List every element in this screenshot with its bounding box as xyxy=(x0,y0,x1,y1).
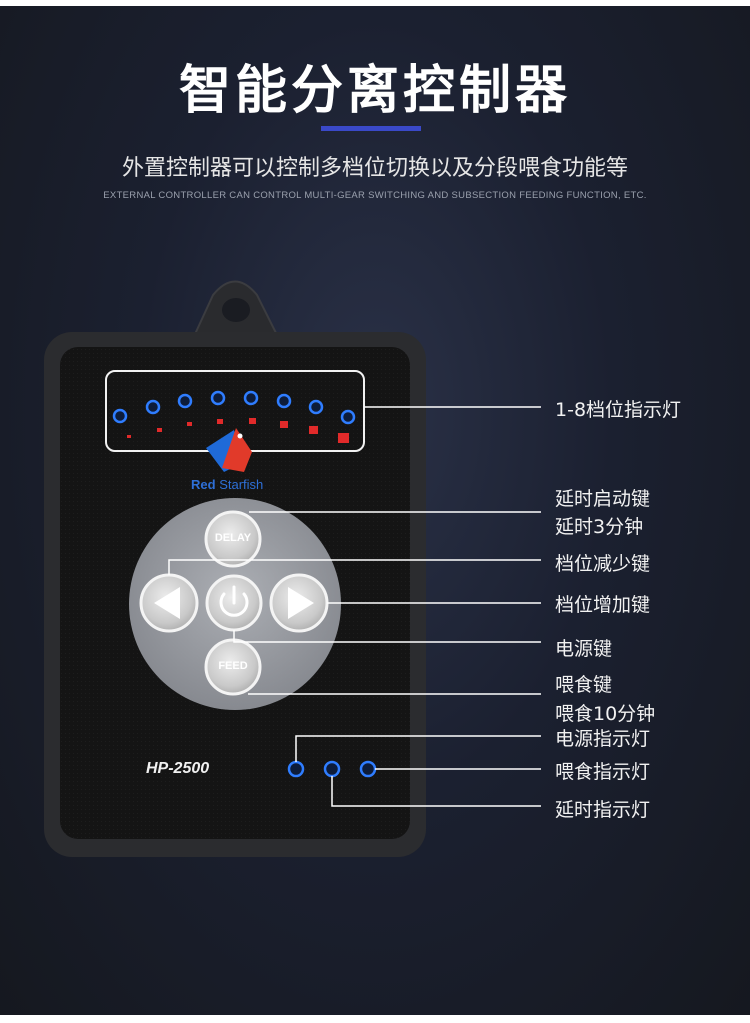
power-led-label: 电源指示灯 xyxy=(555,728,651,750)
feed-indicator-led xyxy=(323,760,341,778)
gear-led-row xyxy=(112,390,356,425)
delay-led-callout-line xyxy=(331,776,541,807)
right-arrow-icon xyxy=(288,587,314,619)
brand-red: Red xyxy=(191,477,216,492)
model-label: HP-2500 xyxy=(146,760,210,777)
gear-led-2 xyxy=(145,399,161,415)
gear-led-6 xyxy=(276,393,292,409)
delay-led-label: 延时指示灯 xyxy=(555,799,651,821)
feed-button[interactable]: FEED xyxy=(218,660,248,672)
feed-duration-label: 喂食10分钟 xyxy=(555,703,656,725)
gear-leds-label: 1-8档位指示灯 xyxy=(555,399,682,421)
level-bar-5 xyxy=(249,418,256,424)
left-arrow-icon xyxy=(154,587,180,619)
power-callout-line xyxy=(233,630,541,643)
power-indicator-led xyxy=(287,760,305,778)
gear-level-bars xyxy=(127,418,349,443)
gear-up-label: 档位增加键 xyxy=(555,594,651,616)
feed-key-label: 喂食键 xyxy=(555,674,613,696)
level-bar-4 xyxy=(217,419,223,424)
gear-down-callout-line xyxy=(168,559,541,575)
level-bar-2 xyxy=(157,428,162,432)
level-bar-3 xyxy=(187,422,192,426)
page-subtitle: 外置控制器可以控制多档位切换以及分段喂食功能等 xyxy=(121,156,628,181)
feed-button-shape xyxy=(204,638,262,696)
gear-led-8 xyxy=(340,409,356,425)
gear-down-label: 档位减少键 xyxy=(555,553,651,575)
gear-led-5 xyxy=(243,390,259,406)
top-border xyxy=(0,0,750,6)
starfish-logo-icon xyxy=(206,428,252,472)
brand-starfish: Starfish xyxy=(219,477,264,492)
brand-logo-text: Red Starfish xyxy=(191,477,263,492)
gear-led-7 xyxy=(308,399,324,415)
power-key-label: 电源键 xyxy=(555,638,613,660)
delay-button[interactable]: DELAY xyxy=(214,532,252,544)
delay-indicator-led xyxy=(359,760,377,778)
delay-button-shape xyxy=(204,510,262,568)
level-bar-8 xyxy=(338,433,349,443)
title-underline xyxy=(321,126,421,131)
page-subtitle-english: EXTERNAL CONTROLLER CAN CONTROL MULTI-GE… xyxy=(103,190,647,201)
delay-duration-label: 延时3分钟 xyxy=(555,516,644,538)
gear-led-1 xyxy=(112,408,128,424)
callout-lines xyxy=(168,406,541,807)
hanging-tab xyxy=(188,280,284,346)
level-bar-1 xyxy=(127,435,131,438)
page-title: 智能分离控制器 xyxy=(178,61,571,121)
bottom-border xyxy=(0,1015,750,1023)
level-bar-7 xyxy=(309,426,318,434)
gear-led-3 xyxy=(177,393,193,409)
feed-led-label: 喂食指示灯 xyxy=(555,761,651,783)
power-led-callout-line xyxy=(295,735,541,762)
delay-start-label: 延时启动键 xyxy=(555,488,651,510)
gear-led-4 xyxy=(210,390,226,406)
level-bar-6 xyxy=(280,421,288,428)
power-icon xyxy=(219,585,249,617)
